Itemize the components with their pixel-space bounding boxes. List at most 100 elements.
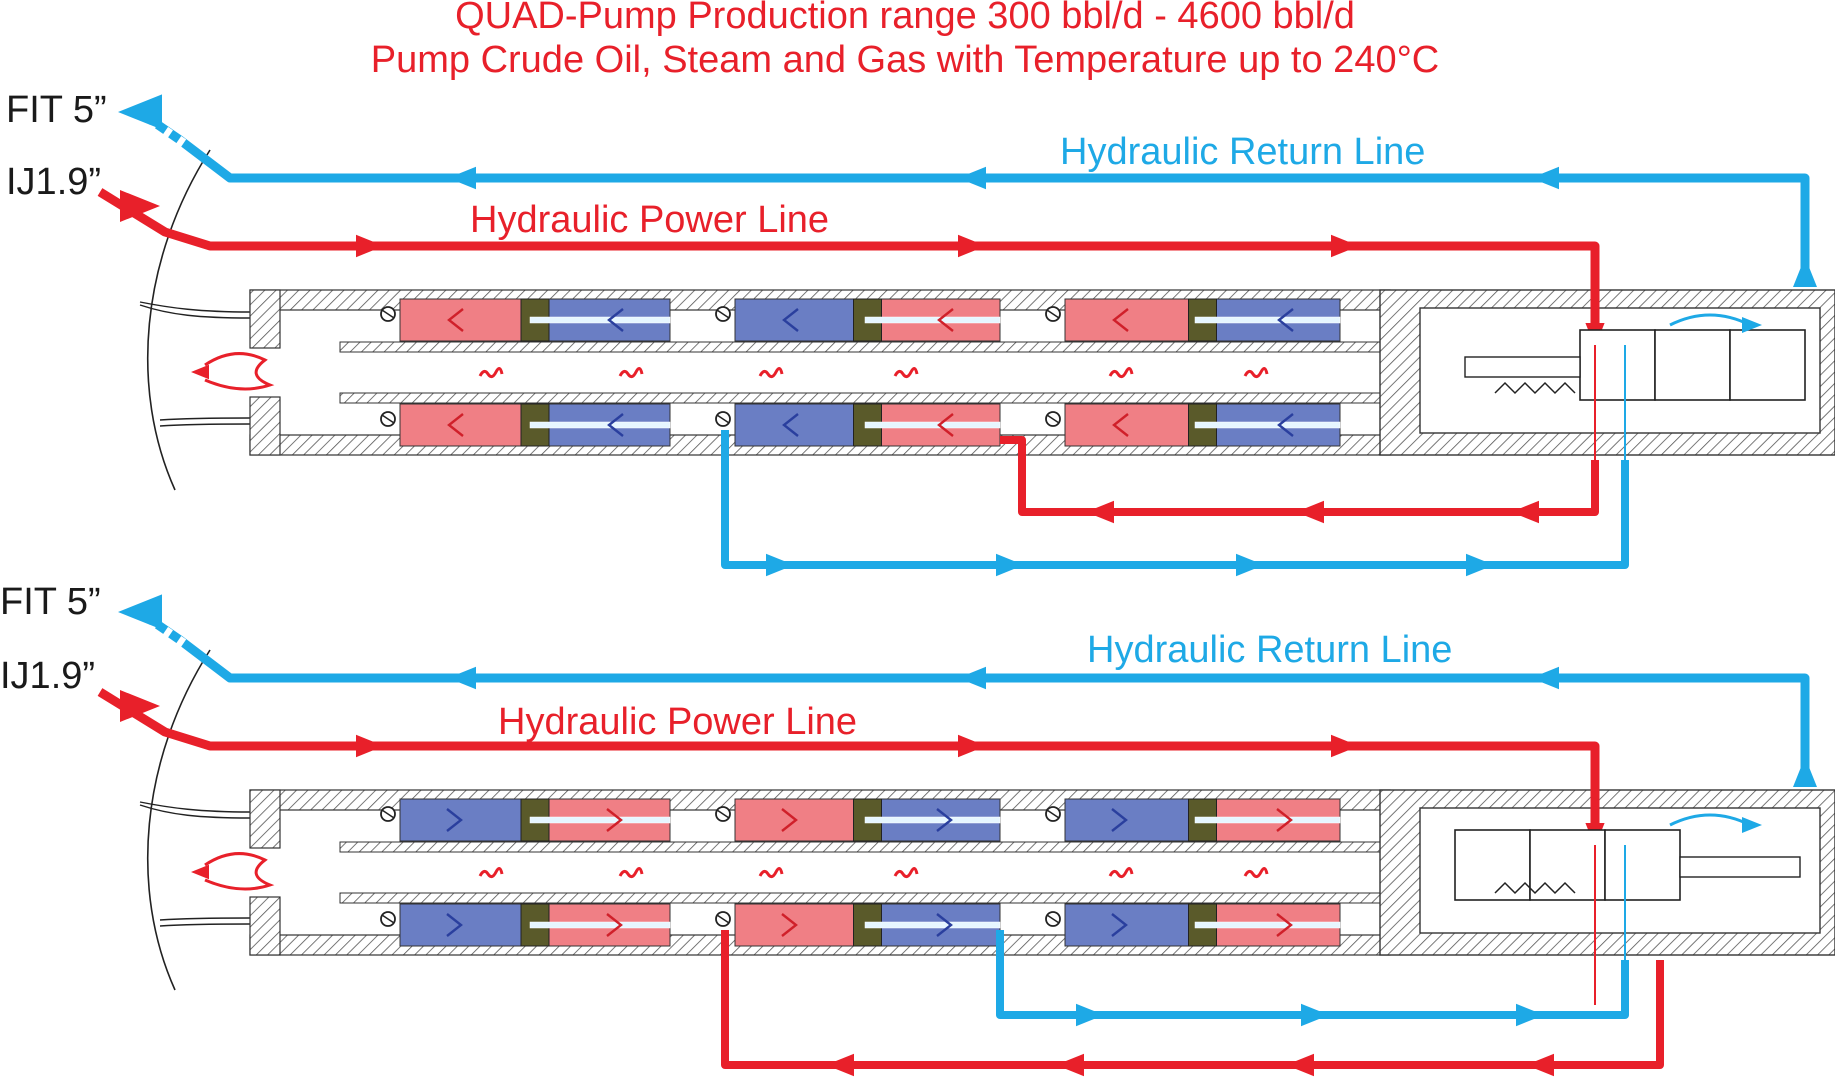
piston-rod bbox=[864, 316, 1001, 324]
fluid-squiggle bbox=[618, 367, 644, 379]
valve-block-1 bbox=[1454, 829, 1531, 901]
return-loop-arrow bbox=[1466, 553, 1494, 577]
power-arrow bbox=[1331, 234, 1359, 258]
inner-tube-upper bbox=[339, 341, 1391, 353]
valve-spring bbox=[1494, 881, 1576, 895]
return-arrow bbox=[958, 166, 986, 190]
power-loop bbox=[721, 930, 1664, 1069]
check-valve-bar bbox=[381, 414, 395, 424]
valve-flow-arrow bbox=[1742, 817, 1762, 833]
flow-chevron bbox=[607, 308, 624, 332]
piston-rod bbox=[529, 316, 671, 324]
check-valve-bar bbox=[716, 914, 730, 924]
chamber bbox=[1064, 798, 1193, 842]
discharge-arrow bbox=[191, 364, 209, 380]
discharge-swirl bbox=[204, 852, 275, 891]
flow-chevron bbox=[446, 913, 463, 937]
power-loop-arrow bbox=[1086, 500, 1114, 524]
return-arrow bbox=[448, 166, 476, 190]
casing-line-upper bbox=[139, 804, 251, 819]
valve-block-1 bbox=[1579, 329, 1656, 401]
flow-chevron bbox=[606, 808, 623, 832]
power-loop-arrow bbox=[1296, 500, 1324, 524]
ij-label-bottom: IJ1.9” bbox=[0, 655, 95, 697]
flow-chevron bbox=[1111, 913, 1128, 937]
return-line-main bbox=[145, 614, 1810, 780]
piston-rod bbox=[864, 921, 1001, 929]
power-line-inlet-arrow bbox=[120, 690, 160, 722]
fluid-squiggle bbox=[1243, 367, 1269, 379]
piston-rod bbox=[1194, 316, 1341, 324]
flow-chevron bbox=[1112, 413, 1129, 437]
casing-line-lower-2 bbox=[159, 923, 251, 927]
check-valve-bar bbox=[381, 809, 395, 819]
return-loop-arrow bbox=[996, 553, 1024, 577]
power-line-label-bottom: Hydraulic Power Line bbox=[498, 701, 857, 743]
valve-block-3 bbox=[1604, 829, 1681, 901]
piston-rod bbox=[1194, 921, 1341, 929]
return-loop bbox=[721, 430, 1629, 569]
power-line-inlet-arrow bbox=[120, 190, 160, 222]
chamber bbox=[1064, 903, 1193, 947]
flow-chevron bbox=[447, 413, 464, 437]
fluid-squiggle bbox=[478, 867, 504, 879]
chamber bbox=[734, 298, 858, 342]
check-valve-bar bbox=[716, 809, 730, 819]
return-riser-arrow bbox=[1793, 257, 1817, 287]
casing-curve bbox=[146, 649, 211, 991]
check-valve-bar bbox=[1046, 809, 1060, 819]
return-loop-arrow bbox=[1516, 1003, 1544, 1027]
power-loop-arrow bbox=[826, 1053, 854, 1077]
housing-nose-upper bbox=[249, 789, 281, 849]
casing-line-lower-2 bbox=[159, 423, 251, 427]
fluid-squiggle bbox=[893, 867, 919, 879]
piston-rod bbox=[1194, 816, 1341, 824]
return-arrow bbox=[1531, 666, 1559, 690]
piston-rod bbox=[864, 421, 1001, 429]
casing-line-lower bbox=[159, 417, 251, 421]
fluid-squiggle bbox=[1243, 867, 1269, 879]
valve-block-3 bbox=[1729, 329, 1806, 401]
ij-label-top: IJ1.9” bbox=[6, 161, 101, 203]
flow-chevron bbox=[781, 913, 798, 937]
check-valve-bar bbox=[381, 914, 395, 924]
casing-curve bbox=[146, 149, 211, 491]
power-loop bbox=[1000, 436, 1599, 516]
power-arrow bbox=[958, 734, 986, 758]
valve-block-2 bbox=[1654, 329, 1731, 401]
casing-line-lower bbox=[159, 917, 251, 921]
check-valve-bar bbox=[1046, 309, 1060, 319]
chamber bbox=[399, 298, 526, 342]
power-arrow bbox=[356, 734, 384, 758]
fluid-squiggle bbox=[893, 367, 919, 379]
flow-chevron bbox=[1277, 413, 1294, 437]
flow-chevron bbox=[1111, 808, 1128, 832]
housing-nose-lower bbox=[249, 896, 281, 956]
power-line-main bbox=[97, 188, 1600, 345]
flow-chevron bbox=[1276, 808, 1293, 832]
power-arrow bbox=[356, 234, 384, 258]
power-arrow bbox=[958, 234, 986, 258]
pump-panel-bottom bbox=[97, 594, 1835, 1077]
valve-block-2 bbox=[1529, 829, 1606, 901]
chamber bbox=[399, 903, 526, 947]
housing-nose-lower bbox=[249, 396, 281, 456]
return-line-label-top: Hydraulic Return Line bbox=[1060, 131, 1425, 173]
return-arrow bbox=[958, 666, 986, 690]
power-loop-arrow bbox=[1511, 500, 1539, 524]
return-line-outlet-arrow bbox=[118, 94, 162, 130]
power-line-label-top: Hydraulic Power Line bbox=[470, 199, 829, 241]
inner-tube-lower bbox=[339, 392, 1391, 404]
return-arrow bbox=[448, 666, 476, 690]
check-valve-bar bbox=[716, 414, 730, 424]
return-line-main bbox=[145, 114, 1810, 280]
return-loop-arrow bbox=[1076, 1003, 1104, 1027]
discharge-arrow bbox=[191, 864, 209, 880]
check-valve-bar bbox=[1046, 914, 1060, 924]
flow-chevron bbox=[447, 308, 464, 332]
flow-chevron bbox=[446, 808, 463, 832]
check-valve-bar bbox=[381, 309, 395, 319]
chamber bbox=[734, 403, 858, 447]
fit-label-bottom: FIT 5” bbox=[0, 581, 101, 623]
